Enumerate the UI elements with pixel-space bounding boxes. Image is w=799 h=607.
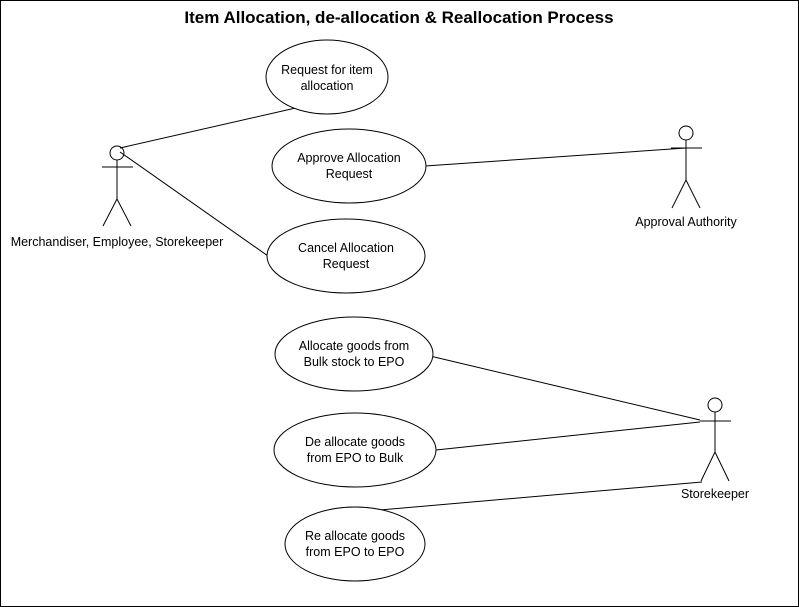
actor-label: Storekeeper [681,487,749,501]
use-case-label: Approve Allocation [297,151,401,165]
use-case-label: Cancel Allocation [298,241,394,255]
association-merchandiser-cancel [119,151,269,257]
stick-figure-icon [671,125,702,209]
use-case-ellipse [271,128,427,204]
actor-storekeeper[interactable]: Storekeeper [681,397,749,501]
stick-figure-icon [102,145,133,227]
use-case-reallocate-goods[interactable]: Re allocate goods from EPO to EPO [284,506,426,582]
association-storekeeper-reallocate [379,481,703,511]
associations [119,106,703,511]
association-merchandiser-request [119,106,301,149]
use-case-approve-allocation[interactable]: Approve Allocation Request [271,128,427,204]
use-case-allocate-goods[interactable]: Allocate goods from Bulk stock to EPO [274,316,434,392]
association-storekeeper-allocate [429,355,701,421]
use-case-label: Request [323,257,370,271]
actor-approval-authority[interactable]: Approval Authority [635,125,737,229]
use-case-label: Allocate goods from [299,339,409,353]
use-case-deallocate-goods[interactable]: De allocate goods from EPO to Bulk [273,412,437,488]
use-case-label: Request for item [281,63,373,77]
use-case-label: Bulk stock to EPO [304,355,405,369]
use-case-ellipse [266,218,426,294]
use-case-ellipse [265,39,389,115]
association-approval-approve [424,147,687,167]
use-case-ellipse [273,412,437,488]
use-case-label: Re allocate goods [305,529,405,543]
actor-label: Approval Authority [635,215,737,229]
stick-figure-icon [700,397,731,482]
use-case-label: allocation [301,79,354,93]
association-storekeeper-deallocate [435,421,701,451]
actor-merchandiser[interactable]: Merchandiser, Employee, Storekeeper [11,145,224,249]
actor-label: Merchandiser, Employee, Storekeeper [11,235,224,249]
use-case-label: from EPO to Bulk [307,451,404,465]
use-case-label: Request [326,167,373,181]
use-case-cancel-allocation[interactable]: Cancel Allocation Request [266,218,426,294]
use-case-label: from EPO to EPO [306,545,405,559]
use-case-ellipse [284,506,426,582]
diagram-title: Item Allocation, de-allocation & Realloc… [184,8,613,27]
use-case-ellipse [274,316,434,392]
use-case-label: De allocate goods [305,435,405,449]
use-case-request-allocation[interactable]: Request for item allocation [265,39,389,115]
